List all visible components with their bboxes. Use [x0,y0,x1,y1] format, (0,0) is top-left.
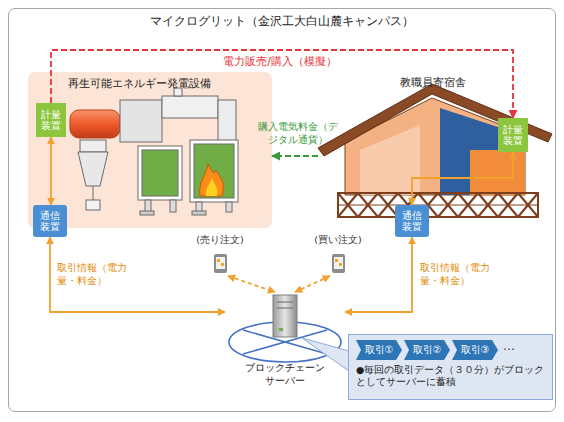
generator-illustration-part [78,152,108,186]
order-link [228,276,275,292]
dormitory-illustration-part [338,205,538,206]
label-holder: 取引情報（電力量・料金） [57,262,139,287]
dormitory-illustration [318,84,552,217]
node-heading: ブロックチェーン サーバー [241,362,329,387]
generator-illustration-part [218,100,236,142]
generator-illustration-part [138,146,182,200]
box-label: 計量装置 [503,124,524,147]
generator-illustration [70,88,238,215]
phone-icons-part [217,259,220,262]
box-label: 通信装置 [402,210,423,233]
dormitory-illustration-part [360,125,420,195]
buy-order-phone: (買い注文) [308,232,368,276]
box-label: 取引③ [461,344,490,356]
generator-illustration-part [192,211,206,215]
edge-label: 電力販売/購入（模擬） [205,55,355,69]
box-label: 通信装置 [40,210,61,233]
chevron-fill [356,340,402,360]
dormitory-illustration-part [318,84,552,156]
phone-icons-part [335,259,338,262]
label-holder: 購入電気料金（デジタル通貨） [256,121,340,146]
node-heading: 再生可能エネルギー発電設備 [68,77,258,91]
payment-arrow [272,155,318,157]
node-heading: (売り注文) [190,234,250,246]
blockchain-server: ブロックチェーン サーバー [225,292,345,392]
server-illustration-part [277,308,293,309]
edge-label: 取引情報（電力量・料金） [57,262,139,287]
generator-illustration-part [226,202,232,212]
sell-order-phone: (売り注文) [190,232,250,276]
server-illustration-part [277,302,293,303]
generator-illustration-part [93,186,94,200]
phone-icons-part [221,263,224,266]
generator-illustration-part [120,100,162,142]
transaction-info-link [345,237,412,312]
generator-illustration-part [140,211,154,215]
generator-illustration-part [170,200,176,212]
meter-box: 計量装置 [498,118,528,152]
label-holder: … [503,339,543,355]
meter-link [412,152,513,205]
edge-label: 購入電気料金（デジタル通貨） [256,121,340,146]
phone-icons-part [216,257,225,269]
generator-illustration-part [86,200,100,210]
microgrid-frame: マイクログリット（金沢工大白山麓キャンパス）再生可能エネルギー発電設備計量装置教… [8,8,556,412]
box-label: 計量装置 [41,109,62,132]
generator-illustration-part [190,140,238,202]
box-label: 取引② [413,344,442,356]
generator-illustration-part [200,164,224,196]
node-heading: ●毎回の取引データ（３０分）がブロックとしてサーバーに蓄積 [356,364,548,388]
generator-illustration-part [162,96,218,118]
comm-box: 通信装置 [33,205,67,237]
generator-illustration-part [194,144,234,198]
meter-link [50,137,52,205]
phone-icons [214,254,345,273]
callout-box: ●毎回の取引データ（３０分）がブロックとしてサーバーに蓄積 取引① 取引② 取引③ [348,334,553,400]
dormitory-house: 教職員寄宿舎計量装置 [318,70,556,235]
order-link [295,276,330,292]
phone-icons-part [332,254,345,273]
comm-box: 通信装置 [395,205,429,237]
chevron-fill [452,340,498,360]
generator-illustration-part [145,200,151,212]
box-label: 取引① [365,344,394,356]
chevron-fill [404,340,450,360]
phone-icons-part [214,254,227,273]
dormitory-illustration-part [338,193,538,217]
generator-illustration-part [80,140,106,152]
node-heading: (買い注文) [308,234,368,246]
meter-box: 計量装置 [36,103,66,137]
label-holder: 電力販売/購入（模擬） [205,55,355,69]
server-illustration-part [279,328,283,331]
phone-icons-part [334,257,343,269]
edge-label: 取引情報（電力量・料金） [420,262,502,287]
transaction-block: 取引③ [452,340,498,360]
ellipsis-label: … [503,339,543,355]
node-heading: 教職員寄宿舎 [400,76,520,90]
transaction-block: 取引① [356,340,402,360]
transaction-block: 取引② [404,340,450,360]
dormitory-illustration-part [470,150,525,195]
label-holder: 取引情報（電力量・料金） [420,262,502,287]
transaction-info-link [50,237,225,312]
server-illustration-part [273,295,297,337]
generator-illustration-part [142,150,178,196]
generator-illustration-part [206,178,218,196]
phone-icons-part [339,263,342,266]
generator-illustration-part [70,110,120,138]
node-heading: マイクログリット（金沢工大白山麓キャンパス） [9,14,555,28]
